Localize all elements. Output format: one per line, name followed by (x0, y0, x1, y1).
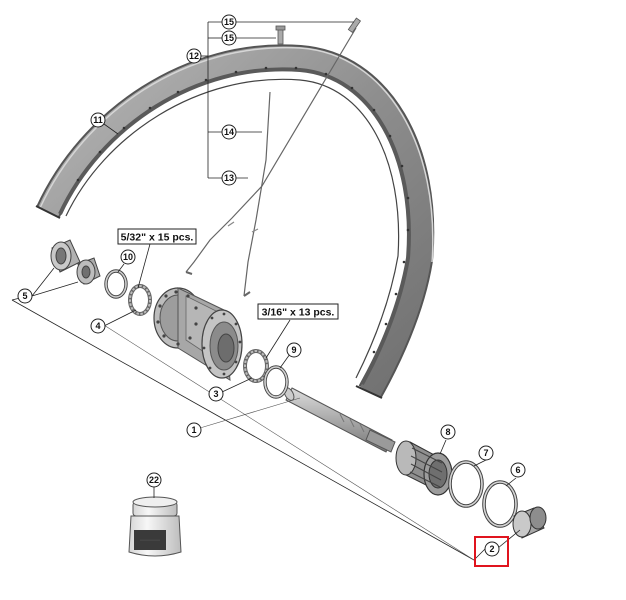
callout-22-label: 22 (149, 475, 159, 485)
spec-right-balls-text: 3/16" x 13 pcs. (262, 307, 335, 319)
rim-body (37, 46, 433, 398)
callout-8-label: 8 (445, 427, 450, 437)
spoke-14 (243, 91, 271, 297)
right-ball-retainer (243, 349, 269, 383)
highlight-box (474, 536, 509, 567)
axle (283, 387, 396, 453)
callout-7-label: 7 (483, 448, 488, 458)
callout-3: 3 (208, 386, 224, 402)
callout-2-highlighted[interactable]: 2 (474, 536, 509, 567)
spokes (185, 27, 357, 297)
washer-10 (104, 269, 128, 299)
callout-15-top: 15 (221, 14, 237, 30)
spec-left-balls-text: 5/32" x 15 pcs. (121, 232, 194, 244)
callout-12-label: 12 (189, 51, 199, 61)
nipple-upper (347, 17, 362, 34)
callout-5-label: 5 (22, 291, 27, 301)
spec-box-left-balls: 5/32" x 15 pcs. (117, 228, 197, 245)
spec-box-right-balls: 3/16" x 13 pcs. (257, 303, 339, 320)
leader-lines (11, 21, 521, 561)
left-cone (76, 257, 101, 285)
hub-shell (153, 287, 243, 381)
freehub-body (395, 440, 453, 496)
callout-4: 4 (90, 318, 106, 334)
callout-10-label: 10 (123, 252, 133, 262)
callout-3-label: 3 (213, 389, 218, 399)
callout-12: 12 (186, 48, 202, 64)
callout-14-label: 14 (224, 127, 234, 137)
callout-14: 14 (221, 124, 237, 140)
callout-13-label: 13 (224, 173, 234, 183)
callout-22: 22 (146, 472, 162, 488)
spoke-13 (185, 27, 357, 273)
right-locknut (512, 506, 547, 539)
callout-2-label: 2 (489, 544, 494, 554)
rim-channel (58, 67, 411, 385)
rim-highlight (39, 46, 434, 263)
callout-13: 13 (221, 170, 237, 186)
callout-15-top-label: 15 (224, 17, 234, 27)
rim-inner-edge (65, 78, 400, 379)
callout-9-label: 9 (291, 345, 296, 355)
callout-8: 8 (440, 424, 456, 440)
left-ball-retainer (128, 284, 152, 316)
callout-11-label: 11 (93, 115, 103, 125)
callout-15-lower: 15 (221, 30, 237, 46)
nipples (275, 17, 362, 45)
rim-spoke-holes (76, 66, 410, 354)
callout-10: 10 (120, 249, 136, 265)
callout-15-lower-label: 15 (224, 33, 234, 43)
callout-6-label: 6 (515, 465, 520, 475)
jar-label (134, 530, 166, 550)
spacer-6 (482, 480, 518, 528)
rim (35, 44, 435, 399)
callout-9: 9 (286, 342, 302, 358)
grease-jar: ▬▬▬▬ (128, 496, 182, 557)
callout-1: 1 (186, 422, 202, 438)
callout-4-label: 4 (95, 321, 100, 331)
callout-7: 7 (478, 445, 494, 461)
spacer-7 (448, 460, 484, 508)
callout-1-label: 1 (191, 425, 196, 435)
callout-11: 11 (90, 112, 106, 128)
left-locknut (50, 239, 81, 273)
callout-5: 5 (17, 288, 33, 304)
svg-text:▬▬▬▬: ▬▬▬▬ (140, 537, 160, 543)
callout-6: 6 (510, 462, 526, 478)
washer-9 (263, 365, 289, 399)
